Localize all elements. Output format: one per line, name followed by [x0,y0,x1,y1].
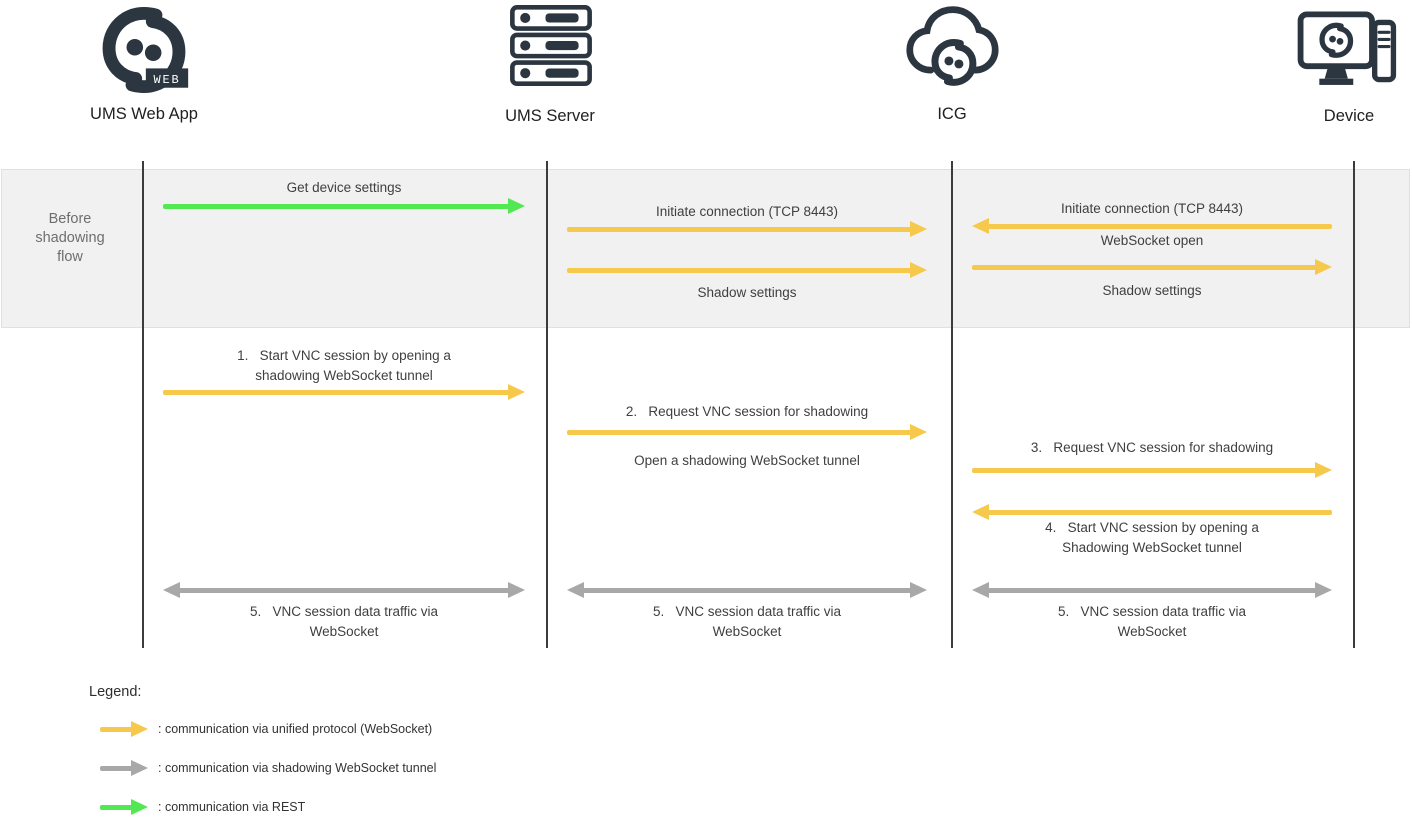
ws-arrow-step2 [567,424,927,440]
ws-arrow-shadow-settings-ums [567,262,927,278]
ws-arrow-step4 [972,504,1332,520]
arrow-head-icon [508,198,525,214]
lifeline-ums-web-app [142,161,144,648]
msg-shadow-settings-device: Shadow settings [1102,283,1202,298]
server-stack-icon [505,3,597,94]
legend-item-rest: : communication via REST [158,800,306,814]
msg-step5-col2: 5. VNC session data traffic via WebSocke… [652,604,842,639]
arrow-shaft [163,389,512,395]
arrow-shaft [985,223,1332,229]
arrow-head-icon [910,221,927,237]
before-shadowing-band [1,169,1410,328]
arrow-shaft [972,467,1319,473]
arrow-shaft [985,587,1319,593]
arrow-head-icon [1315,462,1332,478]
arrow-shaft [176,587,512,593]
msg-initiate-connection-ums: Initiate connection (TCP 8443) [655,204,839,219]
cloud-link-icon [904,2,1000,101]
arrow-head-icon [910,424,927,440]
arrow-head-icon [910,582,927,598]
tunnel-arrow-step5-col1 [163,582,525,598]
lifeline-device [1353,161,1355,648]
arrow-shaft [567,429,914,435]
ws-arrow-step1 [163,384,525,400]
msg-shadow-settings-ums: Shadow settings [697,285,797,300]
arrow-head-icon [508,384,525,400]
actor-label-device: Device [1323,107,1375,125]
arrow-head-icon [163,582,180,598]
msg-websocket-open: WebSocket open [1100,233,1204,248]
msg-step2: 2. Request VNC session for shadowing [625,404,869,419]
rest-arrow-get-device-settings [163,198,525,214]
tunnel-arrow-step5-col3 [972,582,1332,598]
web-badge-label: WEB [153,73,180,87]
arrow-shaft [985,509,1332,515]
arrow-shaft [580,587,914,593]
green-arrow-icon [100,799,148,815]
arrow-head-icon [972,218,989,234]
legend-item-unified-protocol: : communication via unified protocol (We… [158,722,433,736]
arrow-head-icon [1315,582,1332,598]
arrow-shaft [163,203,512,209]
actor-label-ums-server: UMS Server [505,107,595,125]
arrow-head-icon [131,721,148,737]
arrow-head-icon [131,799,148,815]
msg-step4: 4. Start VNC session by opening a Shadow… [1045,520,1259,555]
arrow-head-icon [508,582,525,598]
arrow-shaft [100,765,135,771]
arrow-shaft [972,264,1319,270]
arrow-head-icon [972,582,989,598]
ws-arrow-initiate-connection-device [972,218,1332,234]
arrow-head-icon [567,582,584,598]
msg-initiate-connection-device: Initiate connection (TCP 8443) [1060,201,1244,216]
device-monitor-icon [1297,8,1397,99]
band-label: Before shadowing flow [35,211,105,265]
arrow-shaft [100,726,135,732]
msg-step3: 3. Request VNC session for shadowing [1030,440,1274,455]
actor-label-ums-web-app: UMS Web App [90,105,198,123]
msg-step5-col1: 5. VNC session data traffic via WebSocke… [249,604,439,639]
gray-arrow-icon [100,760,148,776]
ws-arrow-shadow-settings-device [972,259,1332,275]
legend-title: Legend: [89,684,142,700]
msg-step1: 1. Start VNC session by opening a shadow… [237,348,451,383]
arrow-shaft [100,804,135,810]
ws-arrow-step3 [972,462,1332,478]
actor-label-icg: ICG [937,105,967,123]
arrow-shaft [567,226,914,232]
yellow-arrow-icon [100,721,148,737]
lifeline-ums-server [546,161,548,648]
tunnel-arrow-step5-col2 [567,582,927,598]
legend-item-shadowing-tunnel: : communication via shadowing WebSocket … [158,761,437,775]
arrow-head-icon [1315,259,1332,275]
msg-get-device-settings: Get device settings [286,180,402,195]
arrow-head-icon [910,262,927,278]
msg-step2-sub: Open a shadowing WebSocket tunnel [634,453,860,468]
arrow-head-icon [131,760,148,776]
ws-arrow-initiate-connection-ums [567,221,927,237]
arrow-shaft [567,267,914,273]
msg-step5-col3: 5. VNC session data traffic via WebSocke… [1057,604,1247,639]
arrow-head-icon [972,504,989,520]
lifeline-icg [951,161,953,648]
ums-web-app-logo-icon: WEB [98,4,190,101]
